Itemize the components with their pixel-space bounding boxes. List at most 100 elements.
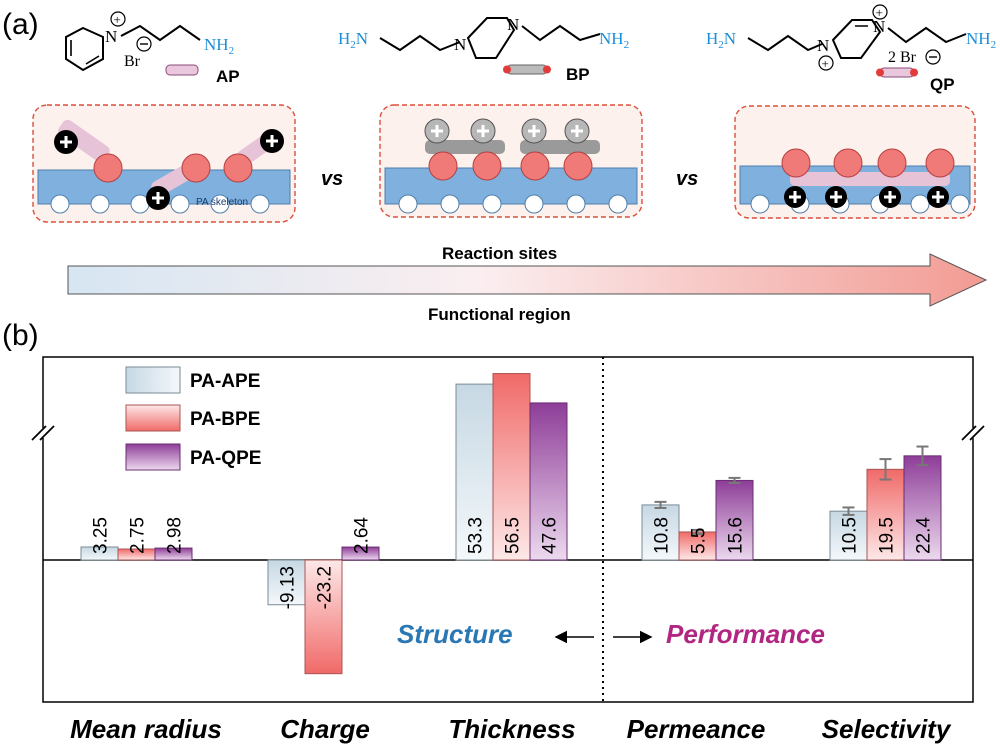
panel-b-label: (b) xyxy=(2,319,39,352)
qp-name: QP xyxy=(930,75,955,94)
performance-label: Performance xyxy=(666,619,825,649)
bp-n1: N xyxy=(454,35,466,54)
value-label-selectivity-ape: 10.5 xyxy=(840,517,861,554)
arrow-top-label: Reaction sites xyxy=(442,244,557,263)
category-label-thickness: Thickness xyxy=(448,714,575,744)
ap-amine-sub: 2 xyxy=(229,45,235,57)
bp-molecule: H2N N N NH2 BP xyxy=(338,15,629,84)
value-label-mean-radius-bpe: 2.75 xyxy=(128,517,149,554)
bp-left-sub: 2 xyxy=(350,39,356,51)
svg-text:H2N: H2N xyxy=(338,29,368,51)
value-label-thickness-ape: 53.3 xyxy=(466,517,487,554)
value-label-thickness-qpe: 47.6 xyxy=(540,517,561,554)
value-label-selectivity-bpe: 19.5 xyxy=(877,517,898,554)
vs-label-2: vs xyxy=(676,168,698,190)
positive-charge-icon xyxy=(784,186,949,208)
value-label-mean-radius-ape: 3.25 xyxy=(91,517,112,554)
plus-charge-icon xyxy=(110,11,126,27)
minus-charge-icon xyxy=(925,49,941,65)
legend-label-ape: PA-APE xyxy=(190,371,260,392)
schematic-bp xyxy=(379,104,643,218)
error-bar-permeance-bpe xyxy=(691,528,704,535)
ap-anion: Br xyxy=(124,53,141,70)
structure-performance-annotation: Structure Performance xyxy=(397,619,825,649)
svg-text:+: + xyxy=(114,12,121,27)
bar-permeance-qpe xyxy=(715,479,754,561)
value-label-mean-radius-qpe: 2.98 xyxy=(165,517,186,554)
plus-charge-icon xyxy=(872,4,888,20)
value-label-charge-bpe: -23.2 xyxy=(315,566,336,609)
gradient-arrow xyxy=(67,253,988,307)
category-label-mean-radius: Mean radius xyxy=(70,714,222,744)
error-bar-permeance-qpe xyxy=(728,476,741,484)
value-label-permeance-bpe: 5.5 xyxy=(689,528,710,554)
qp-left-sub: 2 xyxy=(718,39,724,51)
bars-layer: 3.25 2.75 2.98 -9.13 -23.2 2.64 53.3 56.5 47.6 10… xyxy=(80,373,942,675)
schematic-qp xyxy=(734,105,976,219)
bar-charge-ape xyxy=(267,559,306,606)
bp-right-sub: 2 xyxy=(624,39,630,51)
qp-right-sub: 2 xyxy=(991,39,997,51)
qp-n2: N xyxy=(873,17,885,36)
bar-thickness-qpe xyxy=(529,402,568,561)
value-label-permeance-qpe: 15.6 xyxy=(726,517,747,554)
qp-molecule: H2N N + N + NH2 2 Br QP xyxy=(706,4,996,94)
legend-label-bpe: PA-BPE xyxy=(190,409,260,430)
svg-text:H2N: H2N xyxy=(706,29,736,51)
qp-left-n: N xyxy=(724,29,736,48)
bp-right-amine: NH xyxy=(599,29,624,48)
bp-n2: N xyxy=(507,15,519,34)
bar-thickness-ape xyxy=(455,383,494,561)
minus-charge-icon xyxy=(136,36,152,52)
value-label-charge-qpe: 2.64 xyxy=(352,517,373,554)
legend-swatch-bpe xyxy=(125,404,181,432)
positive-charge-icon xyxy=(54,129,284,210)
bp-name: BP xyxy=(566,65,590,84)
plus-charge-icon xyxy=(818,55,834,71)
chart-legend: PA-APE PA-BPE PA-QPE xyxy=(125,366,261,471)
category-labels: Mean radius Charge Thickness Permeance S… xyxy=(70,714,952,744)
svg-text:NH2: NH2 xyxy=(599,29,629,51)
bar-selectivity-ape xyxy=(829,510,868,561)
bar-charge-bpe xyxy=(304,559,343,675)
category-label-permeance: Permeance xyxy=(627,714,766,744)
legend-swatch-ape xyxy=(125,366,181,394)
value-label-permeance-ape: 10.8 xyxy=(652,517,673,554)
qp-left-h: H xyxy=(706,29,718,48)
positive-charge-icon xyxy=(424,118,590,144)
ap-amine: NH xyxy=(204,35,229,54)
qp-right-amine: NH xyxy=(966,29,991,48)
value-label-thickness-bpe: 56.5 xyxy=(503,517,524,554)
error-bar-selectivity-bpe xyxy=(879,458,892,481)
vs-label-1: vs xyxy=(321,168,343,190)
svg-text:+: + xyxy=(822,56,829,71)
bar-mean-radius-qpe xyxy=(154,547,193,561)
category-label-charge: Charge xyxy=(280,714,370,744)
schematic-ap: PA skeleton xyxy=(32,104,296,223)
error-bar-selectivity-ape xyxy=(842,506,855,516)
svg-text:+: + xyxy=(876,5,883,20)
panel-a-label: (a) xyxy=(2,8,39,41)
arrow-bottom-label: Functional region xyxy=(428,305,571,324)
svg-text:NH2: NH2 xyxy=(966,29,996,51)
error-bar-permeance-ape xyxy=(654,500,667,509)
axis-break-left xyxy=(30,425,56,441)
qp-anion: 2 Br xyxy=(888,49,917,66)
svg-text:NH2: NH2 xyxy=(204,35,234,57)
legend-label-qpe: PA-QPE xyxy=(190,448,261,469)
value-label-selectivity-qpe: 22.4 xyxy=(914,517,935,554)
value-label-charge-ape: -9.13 xyxy=(278,566,299,609)
pa-skeleton-label: PA skeleton xyxy=(196,197,248,208)
legend-swatch-qpe xyxy=(125,443,181,471)
qp-n1: N xyxy=(817,36,829,55)
ap-name: AP xyxy=(216,67,240,86)
error-bar-selectivity-qpe xyxy=(916,445,929,467)
bar-charge-qpe xyxy=(341,546,380,561)
ap-pyridinium-n: N xyxy=(105,27,117,46)
structure-label: Structure xyxy=(397,619,513,649)
axis-break-right xyxy=(960,425,986,441)
ap-molecule: N + NH2 Br AP xyxy=(65,11,240,86)
category-label-selectivity: Selectivity xyxy=(822,714,952,744)
bp-left-h: H xyxy=(338,29,350,48)
